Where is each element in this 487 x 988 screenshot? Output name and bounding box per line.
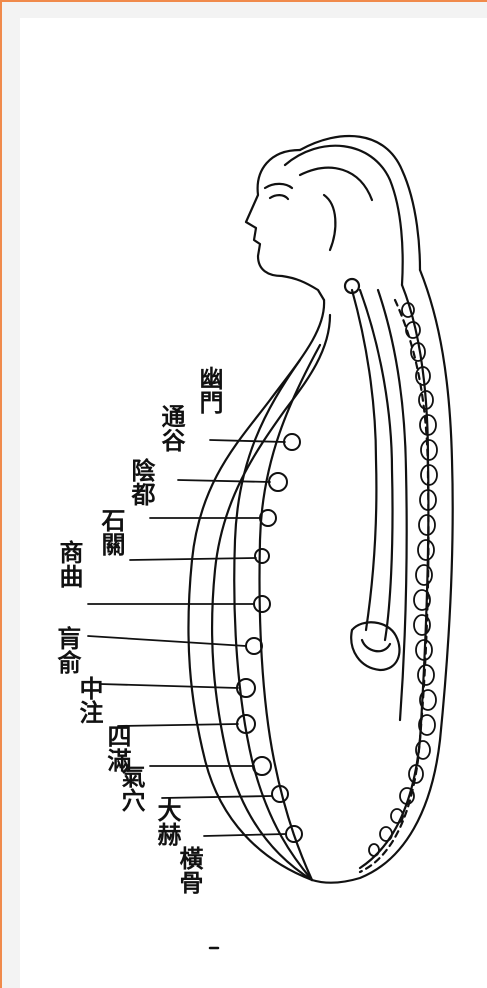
acupoint-circles [237,434,302,842]
label-zhongzhu: 中注 [76,676,102,724]
hair-strand-2 [324,195,335,250]
label-henggu: 橫骨 [176,846,202,894]
front-channel-2 [260,345,320,880]
label-dahe: 大赫 [154,798,180,846]
arm-line [352,290,376,630]
eyebrow [265,184,292,188]
head-outline [246,150,324,300]
hand-inner [362,640,390,651]
label-qixue: 氣穴 [118,764,144,812]
hand [351,622,399,670]
hair-line-inner [285,146,403,285]
label-shangqu: 商曲 [56,540,82,588]
label-tonggu: 通谷 [158,404,184,452]
label-yindu: 陰都 [128,458,154,506]
hair-strand-1 [300,168,372,200]
label-youmen: 幽門 [196,366,222,414]
label-huangshu: 肓俞 [54,626,80,674]
label-shiguan: 石關 [98,508,124,556]
front-channel-1 [234,360,312,880]
eye [270,195,288,199]
